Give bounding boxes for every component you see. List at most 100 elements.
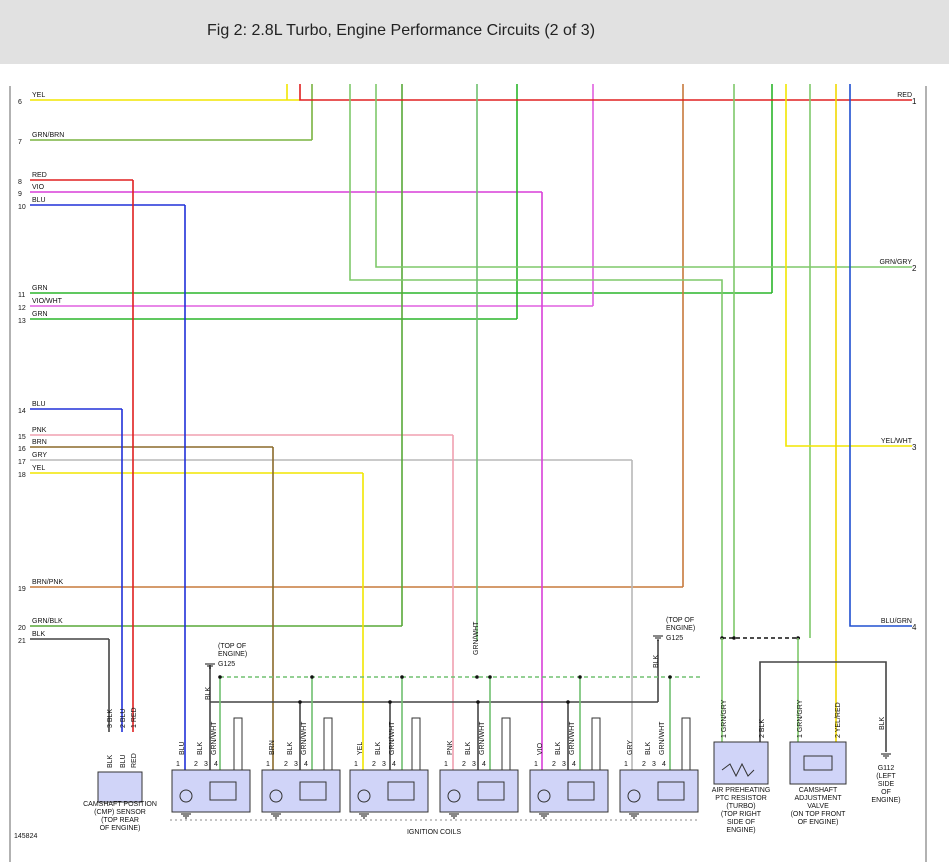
circuit-number: 9 [18, 191, 22, 198]
splice-dot [668, 675, 672, 679]
circuit-number: 6 [18, 99, 22, 106]
wiring-diagram: 6YEL7GRN/BRN8RED9VIO10BLU11GRN12VIO/WHT1… [9, 84, 927, 862]
splice-dot [578, 675, 582, 679]
air-resistor-label: (TURBO) [726, 803, 755, 810]
cam-valve-label: VALVE [807, 803, 829, 810]
wire-color-label: GRN/GRY [879, 259, 912, 266]
circuit-number: 8 [18, 179, 22, 186]
ground-label: G112 [878, 765, 895, 772]
coil-pin-number: 3 [382, 761, 386, 768]
circuit-number: 16 [18, 446, 26, 453]
coil-pin-number: 3 [472, 761, 476, 768]
splice-dot [218, 675, 222, 679]
cmp-wire-label: RED [131, 753, 138, 768]
circuit-number: 10 [18, 204, 26, 211]
cam-valve-body [789, 741, 847, 785]
splice-dot [476, 700, 480, 704]
wire-color-label: RED [32, 172, 47, 179]
circuit-number: 20 [18, 625, 26, 632]
circuit-number: 14 [18, 408, 26, 415]
cam-valve-label: OF ENGINE) [798, 819, 839, 826]
coil-pin-number: 3 [562, 761, 566, 768]
resistor-symbol [721, 762, 755, 778]
wire-grn-gry [349, 84, 723, 640]
blk-label: BLK [205, 686, 212, 700]
wire-color-label: VIO/WHT [32, 298, 63, 305]
coil-winding [567, 781, 595, 801]
wire-color-label: GRY [32, 452, 47, 459]
circuit-number: 3 [912, 443, 917, 452]
air-resistor-pin-label: 2 BLK [759, 719, 766, 738]
coil-winding [657, 781, 685, 801]
ignition-coil-body [261, 769, 341, 813]
wire-color-label: GRN [32, 311, 48, 318]
coil-pin-number: 2 [284, 761, 288, 768]
coil-pin-number: 2 [194, 761, 198, 768]
coil-wire-label: BLK [465, 741, 472, 755]
cmp-pin-label: 1 RED [131, 707, 138, 728]
grnwht-label: GRN/WHT [473, 621, 480, 655]
ground-label: (TOP OF [666, 617, 694, 624]
cam-valve-label: ADJUSTMENT [794, 795, 842, 802]
circuit-number: 7 [18, 139, 22, 146]
ground-label: (TOP OF [218, 643, 246, 650]
cmp-sensor-body [97, 771, 143, 803]
coil-sensor-circle [537, 789, 551, 803]
coil-wire-label: PNK [447, 740, 454, 755]
cmp-sensor-label: (TOP REAR [101, 817, 139, 824]
coil-pin-number: 4 [392, 761, 396, 768]
cam-valve-label: CAMSHAFT [799, 787, 838, 794]
spark-plug-icon [323, 717, 333, 771]
spark-plug-icon [233, 717, 243, 771]
wire-color-label: BLK [32, 631, 46, 638]
title-bar: Fig 2: 2.8L Turbo, Engine Performance Ci… [0, 0, 949, 64]
coil-wire-label: GRN/WHT [479, 721, 486, 755]
ground-label: ENGINE) [666, 625, 695, 632]
coil-pin-number: 3 [652, 761, 656, 768]
cam-valve-label: (ON TOP FRONT [791, 811, 847, 818]
coil-wire-label: BLK [197, 741, 204, 755]
wire-color-label: GRN/BLK [32, 618, 63, 625]
wire-color-label: VIO [32, 184, 45, 191]
coil-wire-label: BLK [375, 741, 382, 755]
coil-wire-label: GRN/WHT [389, 721, 396, 755]
wire-blk [759, 661, 887, 752]
coil-pin-number: 4 [572, 761, 576, 768]
coil-pin-number: 2 [462, 761, 466, 768]
coil-wire-label: BLK [555, 741, 562, 755]
wire-color-label: YEL [32, 92, 45, 99]
air-resistor-label: SIDE OF [727, 819, 755, 826]
splice-dot [488, 675, 492, 679]
ignition-coil-body [349, 769, 429, 813]
ground-label: ENGINE) [871, 797, 900, 804]
splice-dot [310, 675, 314, 679]
splice-dot [298, 700, 302, 704]
circuit-number: 4 [912, 623, 917, 632]
wire-color-label: GRN [32, 285, 48, 292]
wire-color-label: YEL [32, 465, 45, 472]
circuit-number: 12 [18, 305, 26, 312]
circuit-number: 17 [18, 459, 26, 466]
ground-label: (LEFT [876, 773, 896, 780]
wire-circuit-4 [849, 84, 912, 627]
coil-pin-number: 1 [176, 761, 180, 768]
air-resistor-pin-label: 1 GRN/GRY [721, 699, 728, 738]
air-resistor-label: (TOP RIGHT [721, 811, 762, 818]
air-resistor-body [713, 741, 769, 785]
cmp-pin-label: 2 BLU [120, 709, 127, 728]
coil-pin-number: 3 [294, 761, 298, 768]
coil-wire-label: GRN/WHT [301, 721, 308, 755]
coil-sensor-circle [627, 789, 641, 803]
cmp-sensor-label: OF ENGINE) [100, 825, 141, 832]
wire-color-label: BRN [32, 439, 47, 446]
wire-circuit-3 [785, 84, 912, 447]
coil-pin-number: 4 [482, 761, 486, 768]
coil-pin-number: 1 [534, 761, 538, 768]
ignition-coils-label: IGNITION COILS [407, 829, 461, 836]
blk-label: BLK [653, 654, 660, 668]
coil-wire-label: YEL [357, 742, 364, 755]
coil-wire-label: GRY [627, 740, 634, 755]
blk-label: BLK [879, 716, 886, 730]
coil-pin-number: 2 [642, 761, 646, 768]
wire-color-label: RED [897, 92, 912, 99]
